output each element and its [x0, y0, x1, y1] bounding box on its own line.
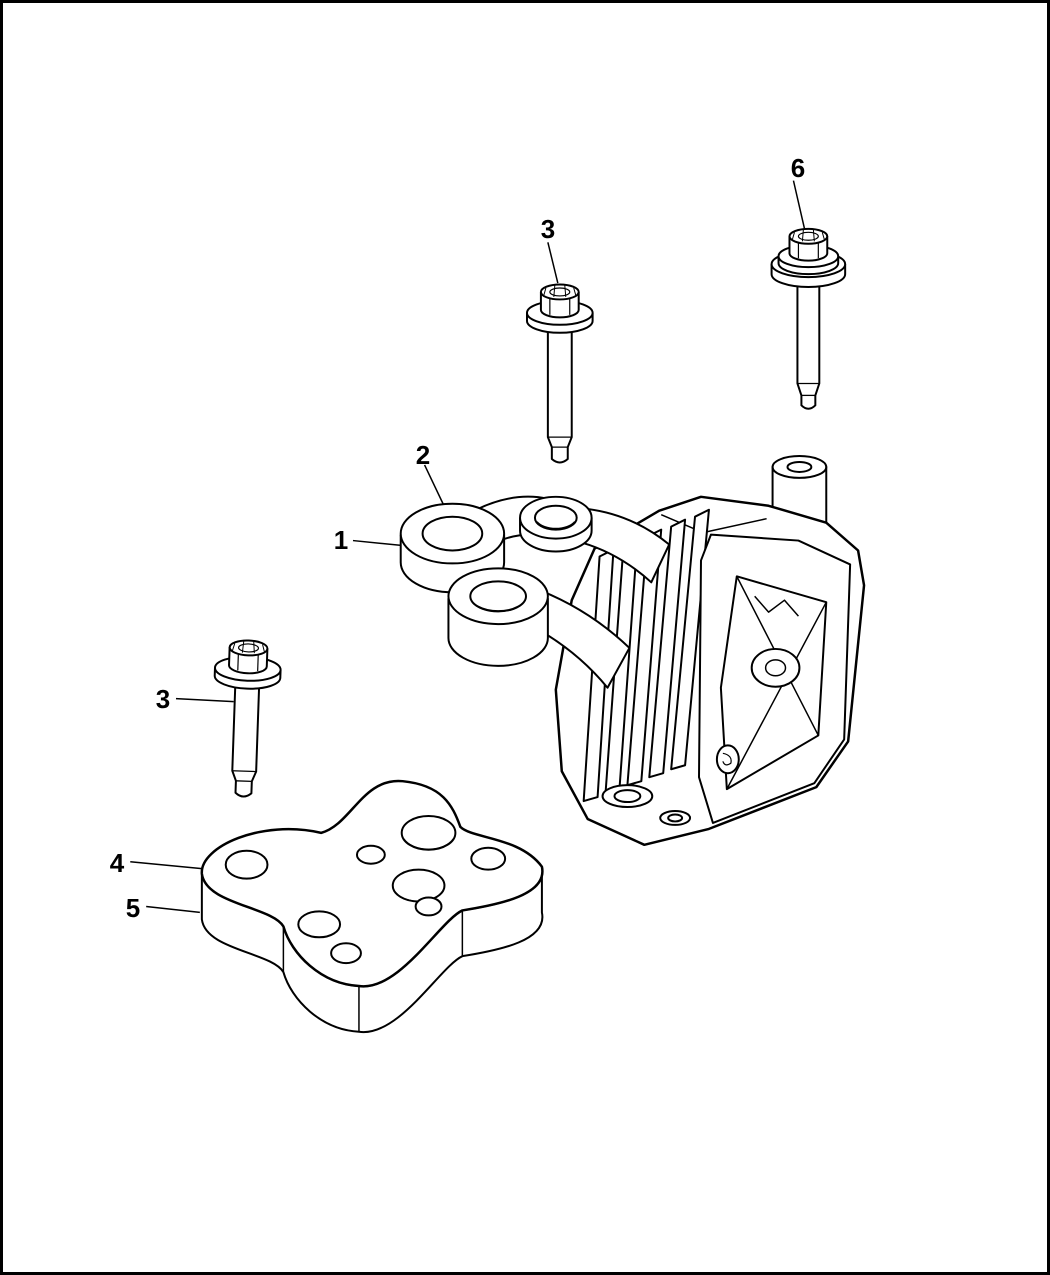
bolt-head-star	[797, 231, 819, 241]
plate-hole	[414, 896, 443, 917]
engine-mount-drawing	[399, 455, 866, 847]
bolt-tip-line	[235, 780, 252, 783]
bolt-head-top	[788, 227, 829, 245]
bolt-head-top	[228, 639, 269, 657]
callout-3-top-label: 3	[540, 214, 556, 244]
mount-rear-post-hole	[786, 461, 813, 473]
mount-core-boss	[750, 647, 801, 688]
bolt-head-facet	[237, 654, 239, 671]
spacer-plate-drawing	[200, 779, 544, 1033]
plate-hole	[330, 942, 362, 965]
bolt-shank	[231, 672, 261, 798]
callout-leader-lines	[130, 180, 806, 914]
mount-center-eye-hole	[533, 504, 578, 531]
plate-top-face	[200, 779, 544, 988]
bolt-head-top	[539, 283, 580, 301]
mount-upper-arm-right	[580, 507, 671, 584]
leader-line-6	[792, 180, 806, 229]
mount-rib	[626, 528, 663, 787]
mount-front-eye-depth	[471, 601, 525, 613]
mount-rib	[648, 518, 687, 779]
callout-5-label: 5	[125, 893, 141, 923]
callout-6-label: 6	[790, 153, 806, 183]
mount-flange-hole-inner	[613, 789, 642, 804]
mount-coil-detail	[715, 744, 740, 775]
mount-coil-detail-inner	[722, 752, 732, 766]
mount-center-eye-depth	[536, 521, 576, 530]
leader-line-5	[146, 905, 200, 914]
bolt-tip-line	[232, 770, 257, 773]
mount-rib	[670, 508, 710, 771]
leader-line-4	[130, 860, 202, 870]
callout-4-label: 4	[109, 848, 125, 878]
plate-hole	[355, 844, 386, 865]
callout-2-label: 2	[415, 440, 431, 470]
mount-lower-arm	[530, 589, 631, 689]
plate-hole	[297, 910, 342, 939]
leader-line-3-top	[547, 242, 559, 284]
bolt-shank	[796, 267, 821, 410]
bolt-head-star-notches	[543, 284, 577, 297]
bolt-head-star-notches	[232, 640, 265, 654]
bolt-3-top-drawing	[525, 283, 594, 464]
bolt-head-star	[237, 643, 260, 653]
callout-3-left-label: 3	[155, 684, 171, 714]
exploded-parts-drawing	[130, 180, 866, 1033]
mount-pocket-detail	[754, 595, 799, 617]
bolt-3-left-drawing	[213, 639, 282, 798]
plate-hole-depth	[403, 838, 455, 851]
mount-core-boss-hole	[764, 659, 787, 677]
bolt-shank	[546, 316, 573, 464]
leader-line-3-left	[175, 697, 234, 703]
bolt-head-facet	[257, 655, 259, 672]
mount-left-eye-depth	[423, 539, 481, 552]
bolt-head-star	[549, 287, 571, 297]
plate-hole	[470, 846, 507, 871]
plate-hole-depth	[227, 870, 267, 880]
callout-1-label: 1	[333, 525, 349, 555]
bolt-head-star-notches	[791, 229, 825, 242]
plate-wall-seams	[282, 910, 464, 1032]
bolt-6-drawing	[770, 227, 847, 410]
leader-line-2	[423, 464, 446, 508]
mount-flange-hole-inner	[667, 813, 684, 823]
